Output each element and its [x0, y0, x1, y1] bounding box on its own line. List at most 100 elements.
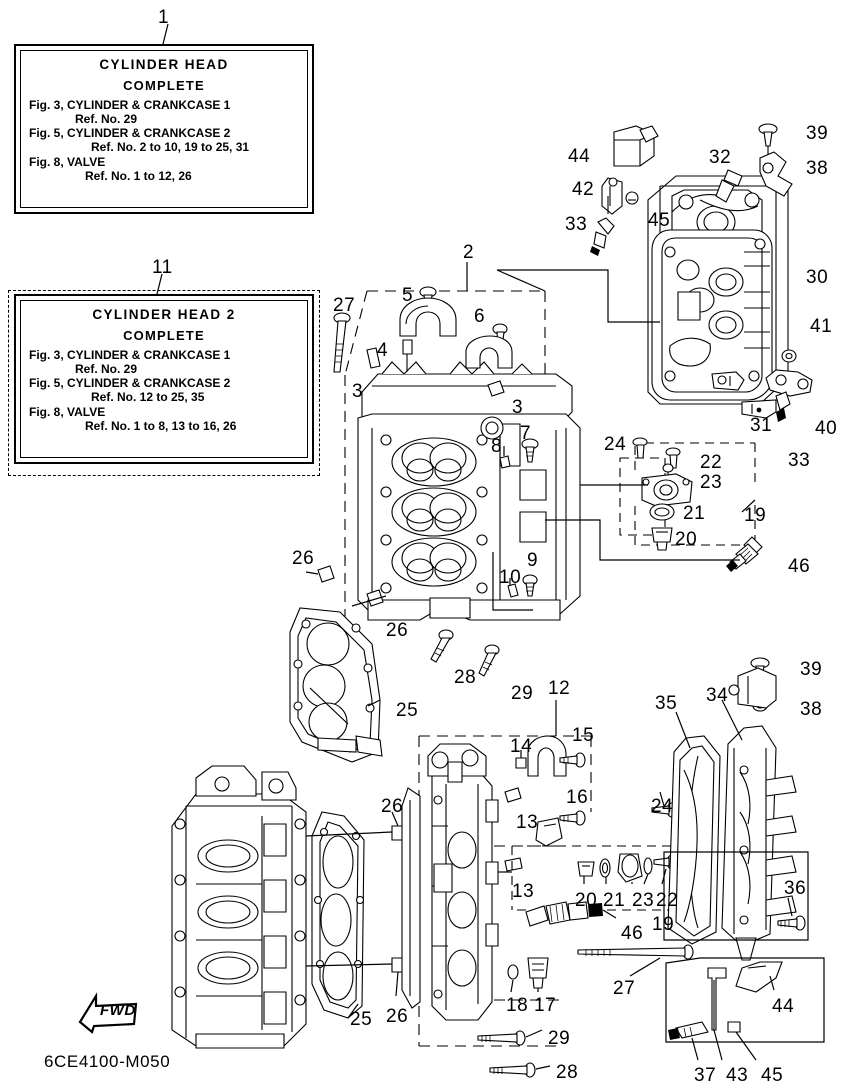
callout-number-1: 1	[158, 7, 170, 28]
fwd-direction-marker: FWD	[78, 992, 140, 1034]
callout-number-21: 21	[683, 503, 706, 524]
callout-number-43: 43	[726, 1065, 749, 1086]
legend-1-line-5: Ref. No. 1 to 12, 26	[85, 168, 192, 183]
part-3-pin-right	[487, 380, 505, 397]
part-6-bolt	[492, 323, 508, 349]
fwd-label: FWD	[100, 1002, 136, 1019]
callout-number-8: 8	[491, 436, 503, 457]
part-29-bolt	[478, 644, 500, 677]
callout-number-21: 21	[603, 890, 626, 911]
part-34-manifold	[721, 699, 797, 961]
callout-number-37: 37	[694, 1065, 717, 1086]
part-29-bolt-bottom	[477, 1029, 543, 1046]
part-5-bolt	[419, 286, 437, 313]
callout-number-10: 10	[499, 567, 522, 588]
part-26-dowel-a	[317, 565, 335, 583]
callout-number-38: 38	[800, 699, 823, 720]
legend-2-line-1: Ref. No. 29	[75, 362, 138, 377]
callout-number-20: 20	[675, 529, 698, 550]
part-39-bolt-top	[758, 123, 778, 165]
callout-number-28: 28	[556, 1062, 579, 1083]
gasket-strip-head2	[401, 787, 421, 1009]
callout-number-45: 45	[648, 210, 671, 231]
callout-number-44: 44	[568, 146, 591, 167]
callout-number-9: 9	[527, 550, 539, 571]
callout-number-17: 17	[534, 995, 557, 1016]
callout-number-23: 23	[700, 472, 723, 493]
part-45-top	[625, 191, 639, 205]
callout-number-39: 39	[800, 659, 823, 680]
group-box-linkage	[665, 957, 825, 1043]
part-15-bolt	[559, 752, 586, 768]
legend-title-1: CYLINDER HEAD	[99, 57, 229, 72]
callout-number-31: 31	[750, 415, 773, 436]
part-24-bolt-upper	[632, 437, 648, 459]
callout-number-25: 25	[350, 1009, 373, 1030]
callout-number-20: 20	[575, 890, 598, 911]
callout-number-39: 39	[806, 123, 829, 144]
legend-2-line-3: Ref. No. 12 to 25, 35	[91, 390, 205, 405]
part-16-bolt	[559, 810, 586, 826]
callout-number-29: 29	[511, 683, 534, 704]
callout-number-27: 27	[333, 295, 356, 316]
legend-1-line-2: Fig. 5, CYLINDER & CRANKCASE 2	[29, 126, 231, 141]
callout-number-11: 11	[152, 257, 173, 278]
part-18-washer	[507, 964, 519, 993]
callout-number-13: 13	[512, 881, 535, 902]
part-21-oring-upper	[649, 503, 675, 521]
callout-number-26: 26	[292, 548, 315, 569]
part-20-plug-lower	[577, 861, 595, 884]
part-23-washer-upper	[662, 463, 674, 480]
document-code: 6CE4100-M050	[44, 1052, 171, 1071]
part-40-bracket	[765, 369, 813, 397]
callout-number-45: 45	[761, 1065, 784, 1086]
part-38-washer-lower	[752, 700, 768, 712]
part-39-bolt-lower	[750, 657, 770, 706]
callout-number-35: 35	[655, 693, 678, 714]
part-44-bottom	[735, 961, 783, 993]
legend-subtitle-1: COMPLETE	[123, 78, 205, 93]
part-9-bolt	[522, 574, 538, 597]
part-13-pin-b	[504, 857, 523, 872]
callout-number-13: 13	[516, 812, 539, 833]
callout-number-27: 27	[613, 978, 636, 999]
callout-number-3: 3	[352, 381, 364, 402]
callout-number-3: 3	[512, 397, 524, 418]
head-gasket-25-lower	[311, 811, 365, 1019]
callout-number-38: 38	[806, 158, 829, 179]
part-22-bolt-lower	[653, 854, 678, 885]
callout-number-33: 33	[565, 214, 588, 235]
thermostat-housing-upper	[641, 473, 693, 507]
legend-box-11-dashed-outline	[8, 290, 320, 476]
callout-number-46: 46	[788, 556, 811, 577]
legend-1-line-4: Fig. 8, VALVE	[29, 154, 106, 169]
part-34-bracket-top	[728, 667, 777, 709]
combustion-chambers	[391, 437, 477, 587]
callout-number-30: 30	[806, 267, 829, 288]
head-gasket-25	[289, 607, 383, 763]
callout-number-24: 24	[651, 796, 674, 817]
callout-number-22: 22	[700, 452, 723, 473]
legend-title-2: CYLINDER HEAD 2	[92, 307, 236, 322]
part-27-bolt-upper	[333, 312, 351, 373]
cylinder-head-main	[357, 361, 581, 621]
part-26-dowel-b	[366, 589, 384, 607]
legend-subtitle-2: COMPLETE	[123, 328, 205, 343]
camshaft-cap-right	[465, 335, 513, 369]
cylinder-head-2-body	[427, 743, 499, 1021]
callout-number-7: 7	[520, 423, 532, 444]
part-22-bolt-upper	[665, 447, 681, 469]
callout-number-26: 26	[386, 620, 409, 641]
part-28-bolt-bottom	[489, 1062, 551, 1078]
callout-number-32: 32	[709, 147, 732, 168]
callout-number-28: 28	[454, 667, 477, 688]
callout-number-23: 23	[632, 890, 655, 911]
callout-number-42: 42	[572, 179, 595, 200]
part-33-lower	[775, 391, 791, 422]
legend-box-cylinder-head: CYLINDER HEAD COMPLETE Fig. 3, CYLINDER …	[14, 44, 314, 214]
thermostat-housing-lower	[617, 853, 643, 884]
part-36-bolt	[777, 897, 806, 931]
callout-number-4: 4	[377, 340, 389, 361]
legend-2-line-2: Fig. 5, CYLINDER & CRANKCASE 2	[29, 376, 231, 391]
legend-1-line-3: Ref. No. 2 to 10, 19 to 25, 31	[91, 140, 250, 155]
